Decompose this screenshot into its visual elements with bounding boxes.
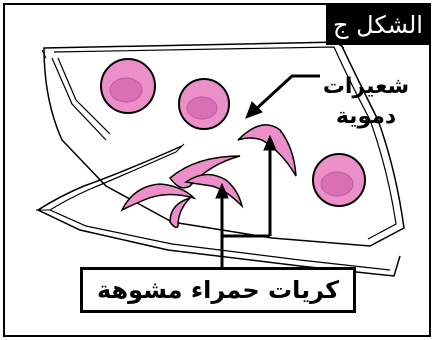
red-blood-cell	[313, 154, 365, 206]
red-blood-cell	[101, 59, 155, 113]
capillaries-label-line-1: شعيرات	[306, 72, 426, 102]
deformed-red-cells-label: كريات حمراء مشوهة	[80, 267, 356, 313]
capillaries-label-line-2: دموية	[306, 102, 426, 132]
capillaries-label: شعيرات دموية	[306, 72, 426, 132]
figure-label: الشكل ج	[326, 5, 430, 45]
red-blood-cell	[179, 79, 229, 129]
